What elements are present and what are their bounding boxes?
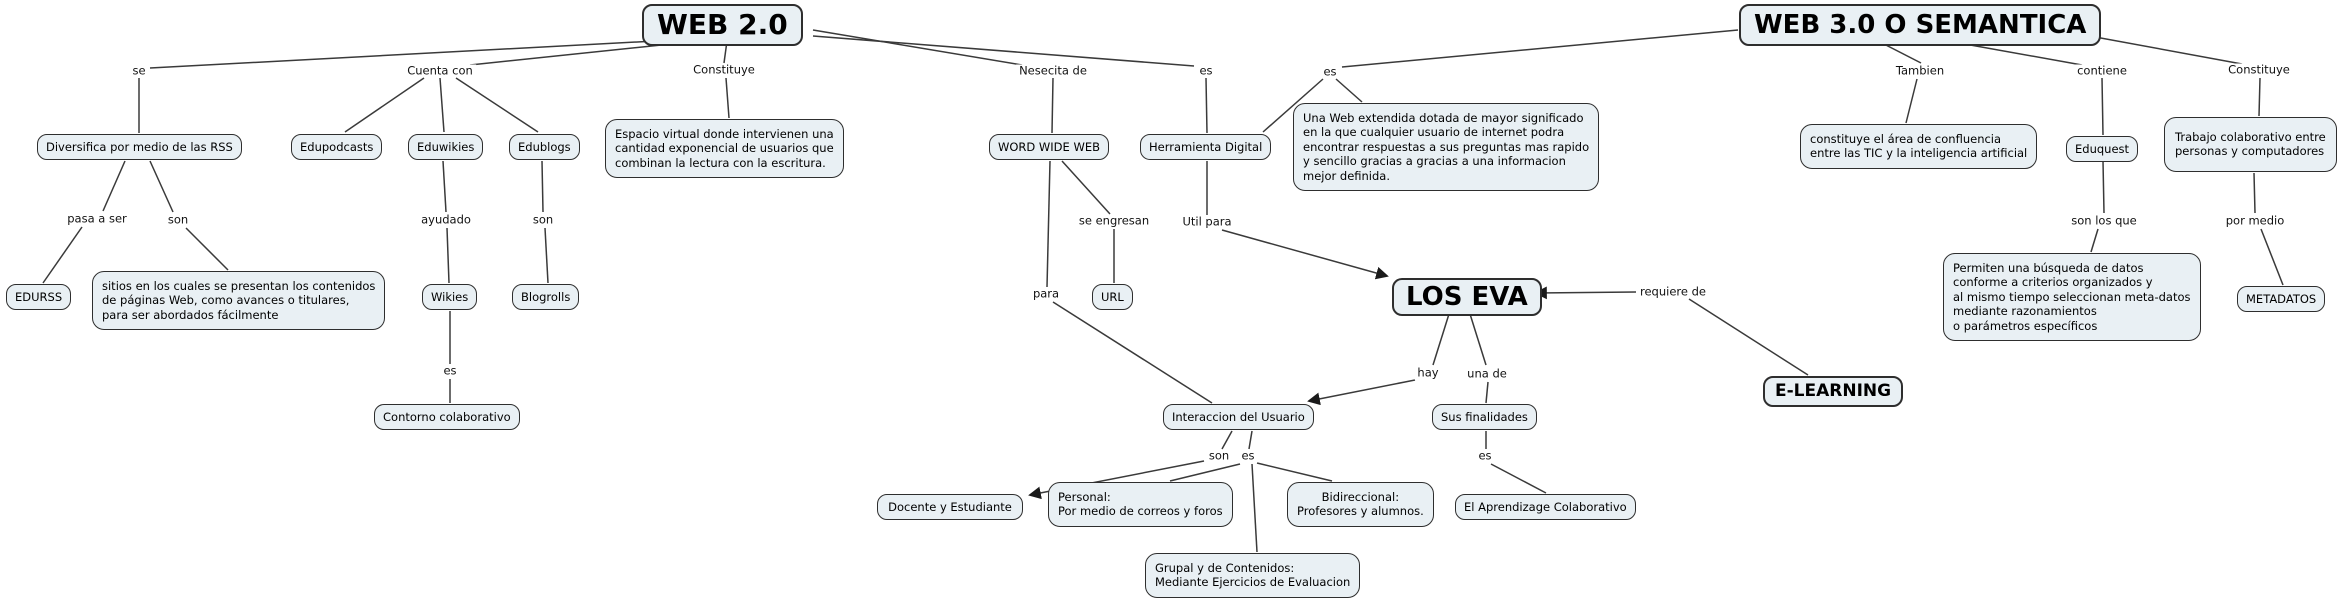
concept-bidireccional[interactable]: Bidireccional: Profesores y alumnos. xyxy=(1287,482,1434,527)
concept-permiten-busqueda[interactable]: Permiten una búsqueda de datos conforme … xyxy=(1943,253,2201,342)
concept-edurss[interactable]: EDURSS xyxy=(6,284,72,311)
link-se[interactable]: se xyxy=(129,64,149,78)
link-es-wikies[interactable]: es xyxy=(440,364,460,378)
link-se-engresan[interactable]: se engresan xyxy=(1075,214,1153,228)
concept-word-wide-web[interactable]: WORD WIDE WEB xyxy=(989,134,1109,161)
link-una-de[interactable]: una de xyxy=(1464,367,1510,381)
concept-area-confluencia[interactable]: constituye el área de confluencia entre … xyxy=(1800,124,2038,169)
link-cuenta-con[interactable]: Cuenta con xyxy=(404,64,476,78)
concept-web30[interactable]: WEB 3.0 O SEMANTICA xyxy=(1739,4,2102,46)
link-son-rss[interactable]: son xyxy=(164,213,192,227)
concept-contorno-colaborativo[interactable]: Contorno colaborativo xyxy=(374,404,520,431)
concept-espacio-virtual[interactable]: Espacio virtual donde intervienen una ca… xyxy=(605,119,844,179)
link-contiene[interactable]: contiene xyxy=(2074,64,2130,78)
concept-trabajo-colaborativo[interactable]: Trabajo colaborativo entre personas y co… xyxy=(2164,117,2337,172)
link-pasa-a-ser[interactable]: pasa a ser xyxy=(64,212,130,226)
concept-web20[interactable]: WEB 2.0 xyxy=(642,4,803,46)
concept-eduquest[interactable]: Eduquest xyxy=(2066,136,2139,163)
link-es-finalidades[interactable]: es xyxy=(1475,449,1495,463)
concept-los-eva[interactable]: LOS EVA xyxy=(1392,278,1542,316)
concept-eduwikies[interactable]: Eduwikies xyxy=(408,134,484,161)
concept-una-web-extendida[interactable]: Una Web extendida dotada de mayor signif… xyxy=(1293,103,1600,192)
link-util-para[interactable]: Util para xyxy=(1179,215,1235,229)
concept-herramienta-digital[interactable]: Herramienta Digital xyxy=(1140,134,1272,161)
concept-diversifica-rss[interactable]: Diversifica por medio de las RSS xyxy=(37,134,242,161)
link-por-medio[interactable]: por medio xyxy=(2222,214,2288,228)
concept-personal[interactable]: Personal: Por medio de correos y foros xyxy=(1048,482,1233,527)
link-para[interactable]: para xyxy=(1029,287,1063,301)
concept-sitios-rss[interactable]: sitios en los cuales se presentan los co… xyxy=(92,271,386,331)
concept-sus-finalidades[interactable]: Sus finalidades xyxy=(1432,404,1537,431)
link-ayudado[interactable]: ayudado xyxy=(418,213,474,227)
concept-edupodcasts[interactable]: Edupodcasts xyxy=(291,134,383,161)
concept-grupal-contenidos[interactable]: Grupal y de Contenidos: Mediante Ejercic… xyxy=(1145,553,1361,598)
concept-url[interactable]: URL xyxy=(1092,284,1133,311)
link-es-w3[interactable]: es xyxy=(1320,65,1340,79)
concept-interaccion-usuario[interactable]: Interaccion del Usuario xyxy=(1163,404,1314,431)
link-son-interaccion[interactable]: son xyxy=(1205,449,1233,463)
link-constituye-w3[interactable]: Constituye xyxy=(2225,63,2293,77)
link-requiere-de[interactable]: requiere de xyxy=(1637,285,1709,299)
concept-edublogs[interactable]: Edublogs xyxy=(509,134,580,161)
link-constituye-w2[interactable]: Constituye xyxy=(690,63,758,77)
link-tambien[interactable]: Tambien xyxy=(1892,64,1948,78)
link-es-w2[interactable]: es xyxy=(1196,64,1216,78)
link-son-blogs[interactable]: son xyxy=(529,213,557,227)
concept-wikies[interactable]: Wikies xyxy=(422,284,478,311)
concept-blogrolls[interactable]: Blogrolls xyxy=(512,284,580,311)
concept-aprendizage-colaborativo[interactable]: El Aprendizage Colaborativo xyxy=(1455,494,1636,521)
link-hay[interactable]: hay xyxy=(1414,366,1442,380)
concept-metadatos[interactable]: METADATOS xyxy=(2237,286,2326,313)
link-son-los-que[interactable]: son los que xyxy=(2068,214,2140,228)
link-es-interaccion[interactable]: es xyxy=(1238,449,1258,463)
link-nesecita-de[interactable]: Nesecita de xyxy=(1016,64,1090,78)
concept-e-learning[interactable]: E-LEARNING xyxy=(1763,376,1904,407)
concept-docente-estudiante[interactable]: Docente y Estudiante xyxy=(877,494,1023,521)
